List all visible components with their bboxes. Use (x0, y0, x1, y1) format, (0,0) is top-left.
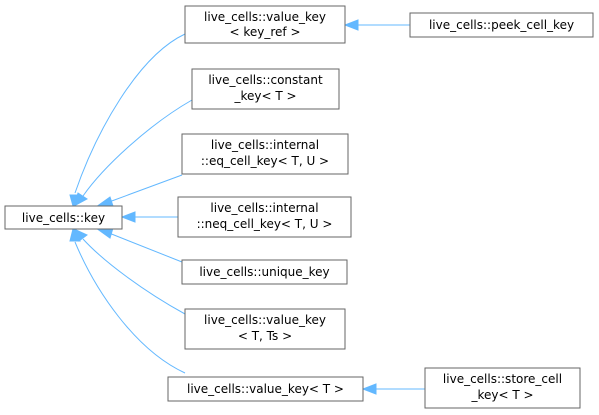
node-value-key-t-ts-label-line2: < T, Ts > (238, 329, 292, 343)
node-value-key-ref-label-line1: live_cells::value_key (204, 10, 326, 24)
node-value-key-ref-label-line2: < key_ref > (229, 25, 300, 39)
node-peek-cell-key-label: live_cells::peek_cell_key (429, 18, 574, 32)
edges (69, 19, 425, 395)
node-store-cell-key[interactable]: live_cells::store_cell _key< T > (424, 367, 581, 409)
edge-unique-key-to-key (94, 227, 183, 263)
node-unique-key-label: live_cells::unique_key (199, 265, 329, 279)
edge-store-cell-key-to-value-key-t (361, 383, 425, 395)
edge-value-key-t-to-key (69, 227, 186, 374)
node-value-key-t[interactable]: live_cells::value_key< T > (167, 376, 364, 402)
node-store-cell-key-label-line1: live_cells::store_cell (443, 372, 562, 386)
node-store-cell-key-label-line2: _key< T > (470, 388, 533, 402)
node-neq-cell-key-label-line2: ::neq_cell_key< T, U > (197, 217, 333, 231)
node-neq-cell-key-label-line1: live_cells::internal (210, 201, 318, 215)
edge-eq-cell-key-to-key (94, 174, 183, 208)
node-key-label: live_cells::key (22, 211, 105, 225)
node-value-key-t-label: live_cells::value_key< T > (187, 382, 344, 396)
node-eq-cell-key-label-line1: live_cells::internal (211, 138, 319, 152)
node-neq-cell-key[interactable]: live_cells::internal ::neq_cell_key< T, … (177, 196, 352, 238)
edge-constant-key-to-key (73, 99, 193, 208)
node-peek-cell-key[interactable]: live_cells::peek_cell_key (409, 12, 594, 38)
node-key[interactable]: live_cells::key (4, 205, 123, 230)
node-value-key-ref[interactable]: live_cells::value_key < key_ref > (184, 5, 346, 44)
nodes: live_cells::key live_cells::value_key < … (4, 5, 594, 409)
node-constant-key-label-line2: _key< T > (233, 89, 296, 103)
node-eq-cell-key[interactable]: live_cells::internal ::eq_cell_key< T, U… (181, 133, 349, 175)
edge-peek-cell-key-to-value-key-ref (343, 19, 410, 31)
edge-neq-cell-key-to-key (120, 211, 178, 223)
node-constant-key-label-line1: live_cells::constant (208, 73, 323, 87)
node-eq-cell-key-label-line2: ::eq_cell_key< T, U > (201, 154, 329, 168)
edge-value-key-t-ts-to-key (73, 228, 186, 315)
node-unique-key[interactable]: live_cells::unique_key (181, 259, 348, 285)
node-value-key-t-ts[interactable]: live_cells::value_key < T, Ts > (184, 308, 346, 350)
node-value-key-t-ts-label-line1: live_cells::value_key (204, 313, 326, 327)
node-constant-key[interactable]: live_cells::constant _key< T > (191, 68, 340, 110)
